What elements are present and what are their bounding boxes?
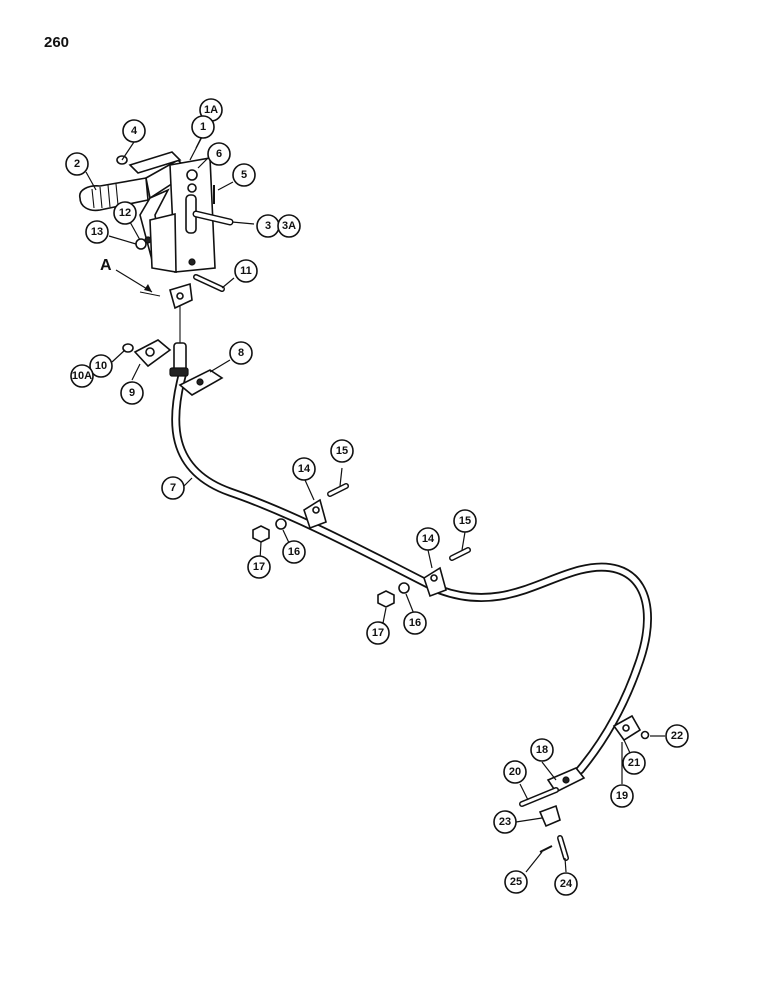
svg-text:14: 14 — [422, 533, 435, 545]
svg-text:18: 18 — [536, 744, 548, 756]
view-marker-a: A — [100, 257, 161, 297]
svg-text:20: 20 — [509, 766, 521, 778]
svg-text:17: 17 — [372, 627, 384, 639]
svg-text:8: 8 — [238, 347, 244, 359]
callout-15-right: 15 — [453, 509, 477, 533]
svg-text:22: 22 — [671, 730, 683, 742]
callout-3: 3 — [256, 214, 280, 238]
callout-10: 10 — [89, 354, 113, 378]
callout-5: 5 — [232, 163, 256, 187]
callout-23: 23 — [493, 810, 517, 834]
svg-text:12: 12 — [119, 207, 131, 219]
callout-21: 21 — [622, 751, 646, 775]
svg-text:15: 15 — [459, 515, 471, 527]
svg-text:21: 21 — [628, 757, 640, 769]
callout-7: 7 — [161, 476, 185, 500]
callout-8: 8 — [229, 341, 253, 365]
callout-22: 22 — [665, 724, 689, 748]
callout-1: 1 — [191, 115, 215, 139]
svg-text:4: 4 — [131, 125, 138, 137]
svg-text:24: 24 — [560, 878, 573, 890]
callout-4: 4 — [122, 119, 146, 143]
callout-24: 24 — [554, 872, 578, 896]
callout-10a: 10A — [70, 364, 94, 388]
svg-text:23: 23 — [499, 816, 511, 828]
svg-text:2: 2 — [74, 158, 80, 170]
callout-19: 19 — [610, 784, 634, 808]
svg-text:3A: 3A — [282, 220, 296, 232]
callout-15-left: 15 — [330, 439, 354, 463]
callout-18: 18 — [530, 738, 554, 762]
svg-text:9: 9 — [129, 387, 135, 399]
cable-end-upper — [169, 305, 189, 377]
cable — [171, 367, 652, 775]
callout-16-left: 16 — [282, 540, 306, 564]
cable-clamp-right — [377, 547, 471, 608]
brake-handle-assembly — [78, 151, 234, 310]
callout-3a: 3A — [277, 214, 301, 238]
svg-text:13: 13 — [91, 226, 103, 238]
svg-text:1A: 1A — [204, 104, 218, 116]
callout-13: 13 — [85, 220, 109, 244]
svg-text:19: 19 — [616, 790, 628, 802]
callout-25: 25 — [504, 870, 528, 894]
svg-text:17: 17 — [253, 561, 265, 573]
svg-text:5: 5 — [241, 169, 247, 181]
svg-text:6: 6 — [216, 148, 222, 160]
callout-17-right: 17 — [366, 621, 390, 645]
callouts: 1A 1 4 2 6 5 12 3 3A 13 11 8 10 10A 9 7 … — [65, 98, 689, 896]
callout-14-left: 14 — [292, 457, 316, 481]
svg-text:1: 1 — [200, 121, 206, 133]
callout-11: 11 — [234, 259, 258, 283]
svg-text:7: 7 — [170, 482, 176, 494]
svg-text:10A: 10A — [72, 370, 92, 382]
svg-text:11: 11 — [240, 265, 252, 277]
callout-20: 20 — [503, 760, 527, 784]
view-marker-label: A — [100, 257, 112, 274]
callout-14-right: 14 — [416, 527, 440, 551]
callout-2: 2 — [65, 152, 89, 176]
page-number: 260 — [44, 34, 70, 51]
callout-17-left: 17 — [247, 555, 271, 579]
cable-end-lower — [519, 714, 650, 861]
svg-text:14: 14 — [298, 463, 311, 475]
svg-text:16: 16 — [409, 617, 421, 629]
callout-16-right: 16 — [403, 611, 427, 635]
cable-bracket-upper — [122, 339, 224, 396]
svg-text:16: 16 — [288, 546, 300, 558]
callout-12: 12 — [113, 201, 137, 225]
svg-text:10: 10 — [95, 360, 107, 372]
callout-9: 9 — [120, 381, 144, 405]
svg-text:15: 15 — [336, 445, 348, 457]
svg-text:25: 25 — [510, 876, 522, 888]
cable-clamp-left — [252, 483, 349, 543]
svg-text:3: 3 — [265, 220, 271, 232]
callout-6: 6 — [207, 142, 231, 166]
